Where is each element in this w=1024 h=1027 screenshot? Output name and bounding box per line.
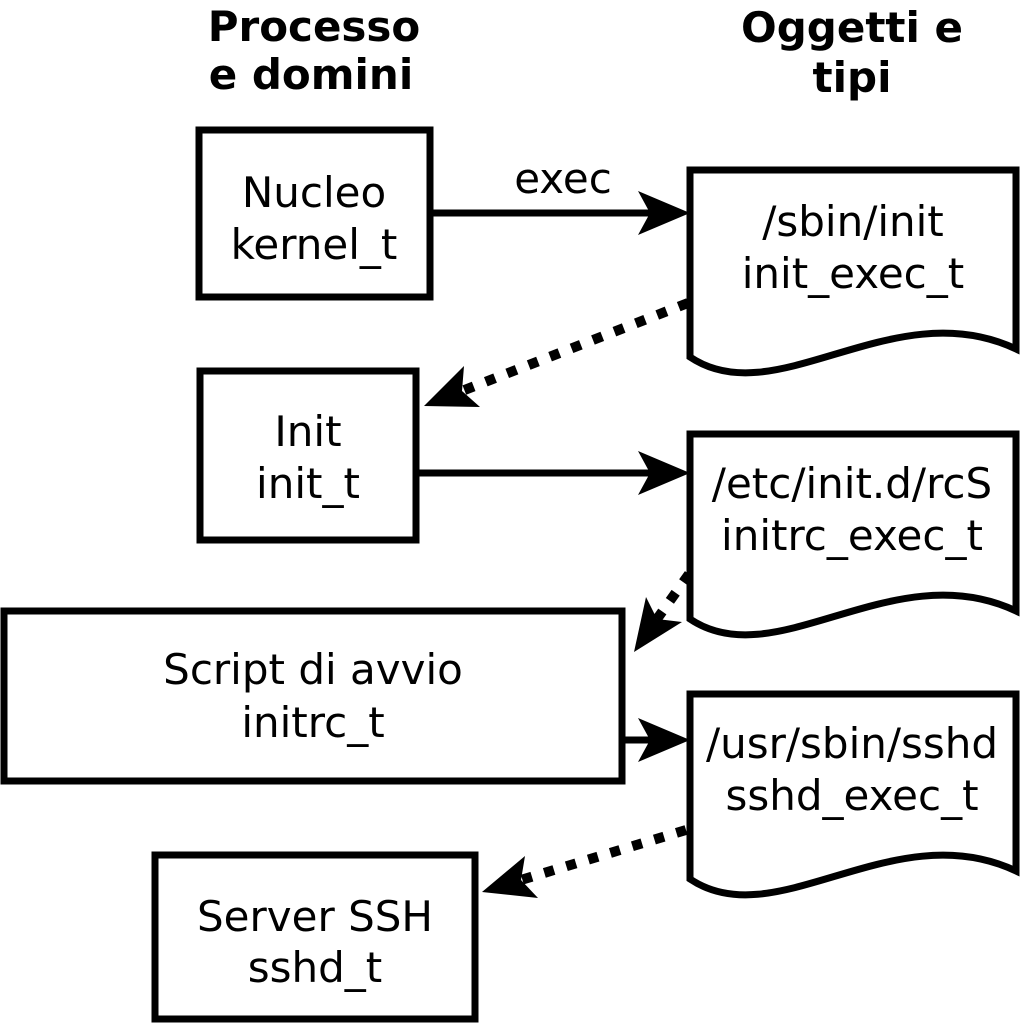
process-type-init: init_t [256, 459, 360, 508]
transition-line-initrc [652, 571, 694, 622]
object-type-sshd-exec: sshd_exec_t [725, 771, 978, 820]
process-type-sshd: sshd_t [248, 943, 383, 992]
object-doc-init-exec [686, 166, 1020, 377]
process-node-sshd: Server SSH sshd_t [151, 851, 479, 1023]
process-box-sshd [151, 851, 479, 1023]
object-type-init-exec: init_exec_t [742, 249, 965, 298]
process-type-initrc: initrc_t [241, 698, 384, 747]
column-header-processes: Processo e domini [208, 2, 421, 99]
object-type-initrc-exec: initrc_exec_t [721, 511, 983, 560]
exec-arrow-initrc-to-sshd-exec [622, 718, 690, 762]
exec-arrow-label: exec [514, 154, 612, 203]
transition-arrow-sshd-exec-to-sshd [482, 825, 688, 898]
column-header-processes-line1: Processo [208, 2, 421, 51]
column-header-objects: Oggetti e tipi [741, 3, 963, 102]
transition-arrowhead-initrc-icon [634, 597, 682, 652]
column-header-objects-line2: tipi [813, 53, 892, 102]
transition-arrowhead-init-icon [424, 366, 480, 407]
process-box-init [196, 367, 420, 544]
transition-arrowhead-sshd-icon [482, 856, 538, 898]
process-type-kernel: kernel_t [231, 220, 398, 269]
exec-arrow-kernel-to-init-exec: exec [432, 154, 690, 235]
process-label-init: Init [274, 407, 341, 456]
object-node-sshd-exec: /usr/sbin/sshd sshd_exec_t [686, 690, 1020, 899]
transition-arrow-initrc-exec-to-initrc [634, 571, 694, 652]
process-box-kernel [195, 126, 434, 301]
exec-arrow-init-to-initrc-exec [416, 451, 690, 495]
object-path-init-exec: /sbin/init [762, 197, 944, 246]
column-header-objects-line1: Oggetti e [741, 3, 963, 52]
transition-line-init [460, 298, 690, 396]
object-path-initrc-exec: /etc/init.d/rcS [712, 459, 992, 508]
transition-arrow-init-exec-to-init [424, 298, 690, 407]
exec-arrowhead-kernel-icon [638, 191, 690, 235]
exec-arrowhead-init-icon [638, 451, 690, 495]
object-doc-sshd-exec [686, 690, 1020, 899]
transition-line-sshd [519, 825, 688, 885]
process-label-initrc: Script di avvio [163, 645, 463, 694]
process-node-kernel: Nucleo kernel_t [195, 126, 434, 301]
column-header-processes-line2: e domini [209, 50, 413, 99]
process-box-initrc [0, 607, 626, 785]
object-doc-initrc-exec [686, 430, 1020, 639]
object-path-sshd-exec: /usr/sbin/sshd [706, 719, 998, 768]
process-node-initrc: Script di avvio initrc_t [0, 607, 626, 785]
process-node-init: Init init_t [196, 367, 420, 544]
exec-arrowhead-initrc-icon [638, 718, 690, 762]
process-label-sshd: Server SSH [197, 892, 433, 941]
process-label-kernel: Nucleo [242, 168, 386, 217]
object-node-init-exec: /sbin/init init_exec_t [686, 166, 1020, 377]
object-node-initrc-exec: /etc/init.d/rcS initrc_exec_t [686, 430, 1020, 639]
